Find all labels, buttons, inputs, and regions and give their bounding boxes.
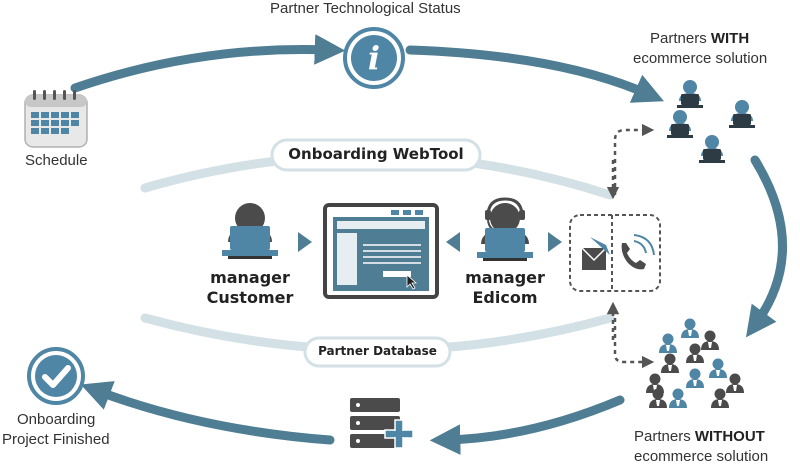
manager-customer-line1: manager (210, 268, 290, 287)
database-pill (303, 336, 452, 368)
webtool-pill (270, 138, 482, 172)
partner-group-icon (667, 80, 755, 163)
arrow-edicom-to-webtool (446, 232, 460, 252)
arrow-edicom-to-contact (548, 232, 562, 252)
partners-without-line1: Partners WITHOUT (634, 428, 765, 445)
partners-without-line2: ecommerce solution (634, 448, 769, 465)
manager-edicom-line2: Edicom (472, 288, 538, 307)
finished-line1: Onboarding (17, 411, 96, 428)
database-icon (350, 398, 414, 449)
partners-with-line1: Partners WITH (650, 30, 750, 47)
finished-line2: Project Finished (2, 431, 110, 448)
manager-edicom-label: manager Edicom (455, 268, 555, 308)
dashed-link-with (613, 123, 655, 195)
manager-edicom-line1: manager (465, 268, 545, 287)
svg-text:i: i (368, 39, 380, 77)
arrow-without-to-database (429, 395, 625, 455)
partners-with-line2: ecommerce solution (633, 50, 768, 67)
manager-customer-label: manager Customer (200, 268, 300, 308)
checkmark-icon (27, 347, 85, 405)
arrow-info-to-partners (405, 45, 664, 103)
manager-customer-line2: Customer (206, 288, 294, 307)
info-icon: i (343, 27, 405, 89)
onboarding-webtool-label: Onboarding WebTool (288, 145, 464, 163)
schedule-label: Schedule (25, 152, 88, 169)
webtool-window-icon (323, 203, 439, 299)
calendar-icon (24, 90, 88, 148)
manager-customer-icon (222, 203, 278, 259)
arrow-with-to-without (745, 155, 787, 338)
arrow-database-to-finished (80, 381, 335, 445)
manager-edicom-icon (477, 197, 533, 261)
arrow-schedule-to-info (70, 34, 346, 93)
arrow-customer-to-webtool (298, 232, 312, 252)
email-phone-icon (569, 214, 661, 292)
crowd-icon (646, 318, 744, 408)
dashed-link-without (613, 318, 655, 369)
partner-database-label: Partner Database (318, 344, 437, 358)
partner-status-label: Partner Technological Status (270, 0, 461, 17)
